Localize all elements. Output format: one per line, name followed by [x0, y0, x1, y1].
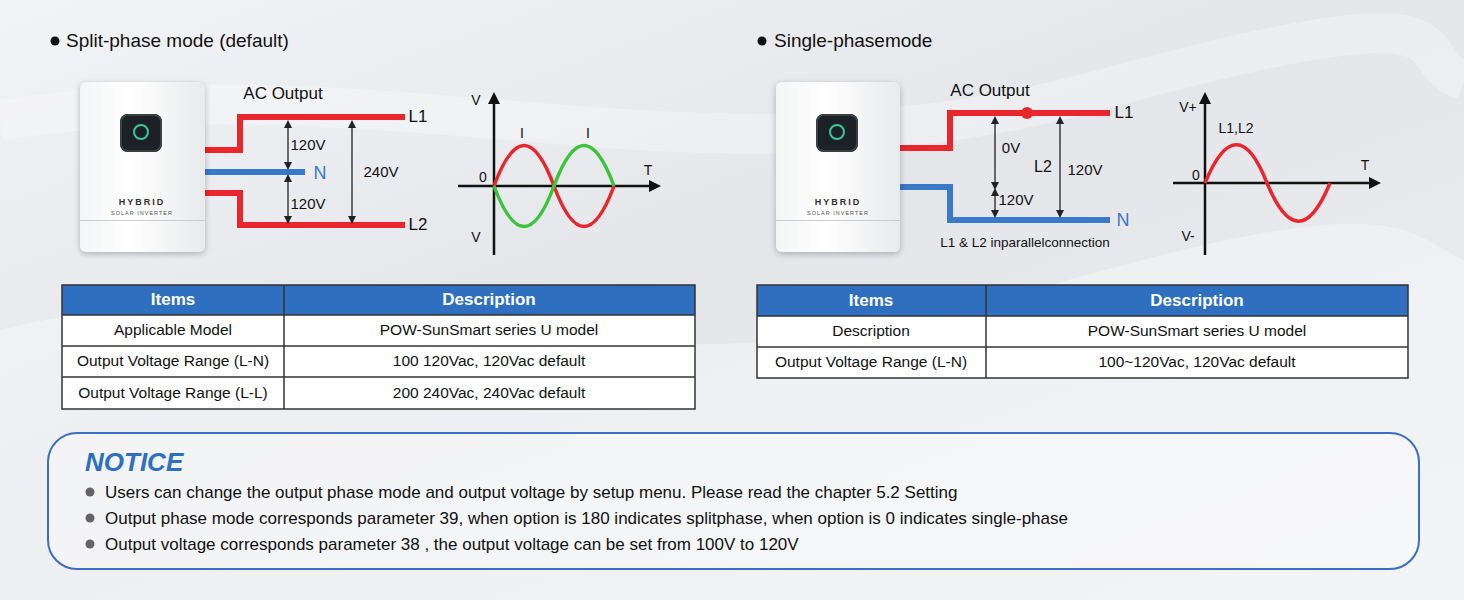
wire-label: N	[314, 163, 327, 184]
axis-label: V+	[1179, 99, 1197, 115]
wire-label: N	[1117, 210, 1130, 231]
section-heading: Split-phase mode (default)	[66, 30, 289, 52]
table-cell: Output Voltage Range (L-L)	[78, 384, 268, 402]
wire-label: L2	[1034, 158, 1052, 176]
table-cell: Applicable Model	[114, 321, 232, 339]
table-cell: 100 120Vac, 120Vac default	[393, 352, 585, 370]
notice-item: Users can change the output phase mode a…	[105, 483, 957, 503]
voltage-label: 120V	[998, 191, 1033, 208]
wire-label: L1	[1115, 103, 1134, 123]
wave-label: L1,L2	[1218, 120, 1253, 136]
wire-label: L2	[409, 215, 428, 235]
section-heading: Single-phasemode	[774, 30, 932, 52]
screen-icon	[829, 124, 845, 140]
notice-item: Output phase mode corresponds parameter …	[105, 509, 1068, 529]
axis-label: V-	[1181, 228, 1194, 244]
panel-seam	[80, 220, 205, 221]
axis-label: T	[644, 162, 653, 178]
voltage-label: 120V	[290, 136, 325, 153]
axis-label: T	[1361, 157, 1370, 173]
voltage-label: 120V	[290, 195, 325, 212]
table-cell: 200 240Vac, 240Vac default	[393, 384, 585, 402]
table-cell: POW-SunSmart series U model	[380, 321, 599, 339]
axis-label: V	[471, 229, 480, 245]
panel-seam	[776, 220, 900, 221]
screen-icon	[133, 124, 149, 140]
axis-label: 0	[479, 169, 487, 185]
wiring-label: AC Output	[950, 81, 1029, 101]
table-header: Description	[442, 290, 536, 310]
display-screen	[120, 114, 162, 152]
table-cell: Output Voltage Range (L-N)	[775, 353, 967, 371]
brand-text: HYBRID	[815, 197, 862, 207]
brand-text: SOLAR INVERTER	[111, 210, 173, 216]
axis-label: 0	[1192, 167, 1200, 183]
brand-text: HYBRID	[119, 197, 166, 207]
notice-box: NOTICE Users can change the output phase …	[47, 432, 1420, 570]
wave-label: I	[520, 125, 524, 141]
voltage-label: 0V	[1002, 139, 1020, 156]
wiring-label: AC Output	[243, 84, 322, 104]
voltage-label: 120V	[1067, 161, 1102, 178]
table-cell: 100~120Vac, 120Vac default	[1098, 353, 1295, 371]
table-header: Items	[849, 291, 893, 311]
inverter-unit: HYBRID SOLAR INVERTER	[80, 82, 205, 252]
inverter-unit: HYBRID SOLAR INVERTER	[776, 82, 900, 252]
notice-item: Output voltage corresponds parameter 38 …	[105, 535, 799, 555]
brand-text: SOLAR INVERTER	[807, 210, 869, 216]
axis-label: V	[471, 92, 480, 108]
table-cell: Output Voltage Range (L-N)	[77, 352, 269, 370]
table-cell: POW-SunSmart series U model	[1088, 322, 1307, 340]
wave-label: I	[586, 125, 590, 141]
notice-heading: NOTICE	[85, 448, 183, 478]
wire-label: L1	[409, 107, 428, 127]
table-header: Items	[151, 290, 195, 310]
table-header: Description	[1150, 291, 1244, 311]
table-cell: Description	[832, 322, 910, 340]
display-screen	[816, 114, 858, 152]
voltage-label: 240V	[363, 163, 398, 180]
note-label: L1 & L2 inparallelconnection	[940, 235, 1110, 251]
